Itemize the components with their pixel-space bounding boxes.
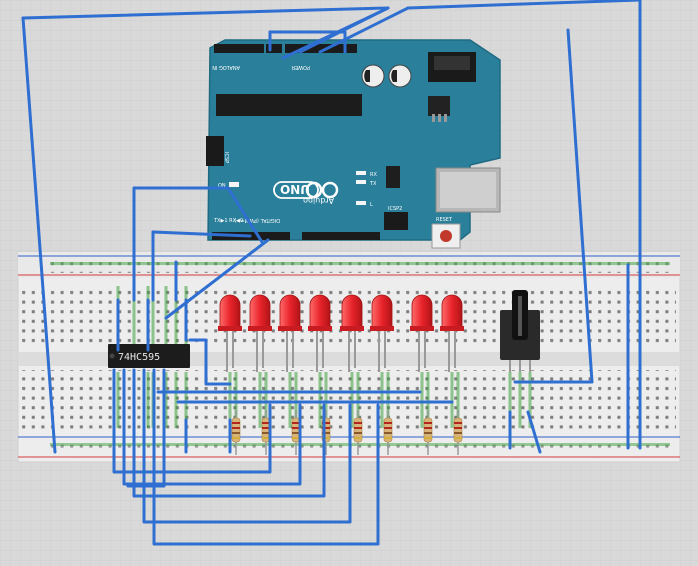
led-8: [440, 294, 464, 372]
wire-latch: [151, 230, 252, 238]
resistor-5: [353, 410, 363, 455]
led-group: [218, 294, 464, 372]
potentiometer[interactable]: [500, 290, 540, 372]
icsp2-label: ICSP2: [388, 206, 402, 212]
reset-label: RESET: [436, 217, 453, 223]
wire-q0: [188, 338, 232, 386]
led-1: [218, 294, 242, 372]
resistor-1: [231, 410, 241, 455]
resistor-7: [423, 410, 433, 455]
resistor-6: [383, 410, 393, 455]
wire-aux: [268, 30, 347, 54]
on-label: ON: [218, 183, 226, 189]
reset-button[interactable]: [431, 223, 461, 249]
analog-header: [214, 44, 264, 53]
wire-top-right: [406, 0, 642, 10]
digital-header-label: DIGITAL (PWM=~): [234, 217, 280, 223]
shift-register-ic: 74HC595: [108, 344, 190, 368]
tx-label: TX: [369, 181, 377, 187]
wire-q5: [132, 368, 326, 498]
resistor-group: [231, 410, 463, 455]
l-label: L: [370, 202, 373, 208]
wire-gnd-b: [318, 6, 410, 54]
power-header: [285, 44, 357, 53]
txrx-label: TX▶1 RX◀0: [213, 218, 243, 224]
rx-label: RX: [370, 172, 377, 178]
led-3: [278, 294, 302, 372]
wire-q6: [142, 368, 352, 524]
analog-header-label: ANALOG IN: [212, 64, 240, 70]
wire-pot-vcc: [513, 28, 594, 384]
led-2: [248, 294, 272, 372]
wire-q7: [152, 368, 380, 546]
wire-data: [132, 186, 264, 244]
arduino-uno-board: ANALOG IN POWER ICSP ICSP2 RESET ON: [206, 39, 501, 249]
arduino-infinity-logo: Arduino: [303, 181, 339, 205]
icsp2-header: [384, 212, 408, 230]
resistor-8: [453, 410, 463, 455]
led-5: [340, 294, 364, 372]
wire-gnd-a: [298, 6, 390, 54]
led-6: [370, 294, 394, 372]
wire-clock: [164, 238, 270, 320]
wire-q4: [122, 368, 302, 486]
resistor-2: [261, 410, 271, 455]
ic-label: 74HC595: [118, 352, 160, 363]
icsp-header: [206, 136, 224, 166]
wire-q-extra: [126, 368, 166, 488]
top-rail-holes: [50, 259, 670, 273]
model-label: UNO: [280, 182, 310, 196]
wire-left-rail: [21, 16, 57, 454]
uno-logo: UNO: [273, 181, 319, 199]
power-header-label: POWER: [291, 64, 310, 70]
aux-header: [266, 44, 282, 53]
led-7: [410, 294, 434, 372]
atmega-chip: [216, 94, 362, 116]
digital-header-high: [302, 232, 380, 240]
led-4: [308, 294, 332, 372]
voltage-regulator: [428, 96, 450, 116]
wire-pot-wiper: [526, 410, 542, 454]
wire-group: [21, 0, 642, 546]
brand-label: Arduino: [303, 196, 334, 205]
icsp-label: ICSP: [223, 152, 229, 163]
wire-q3: [112, 368, 272, 474]
